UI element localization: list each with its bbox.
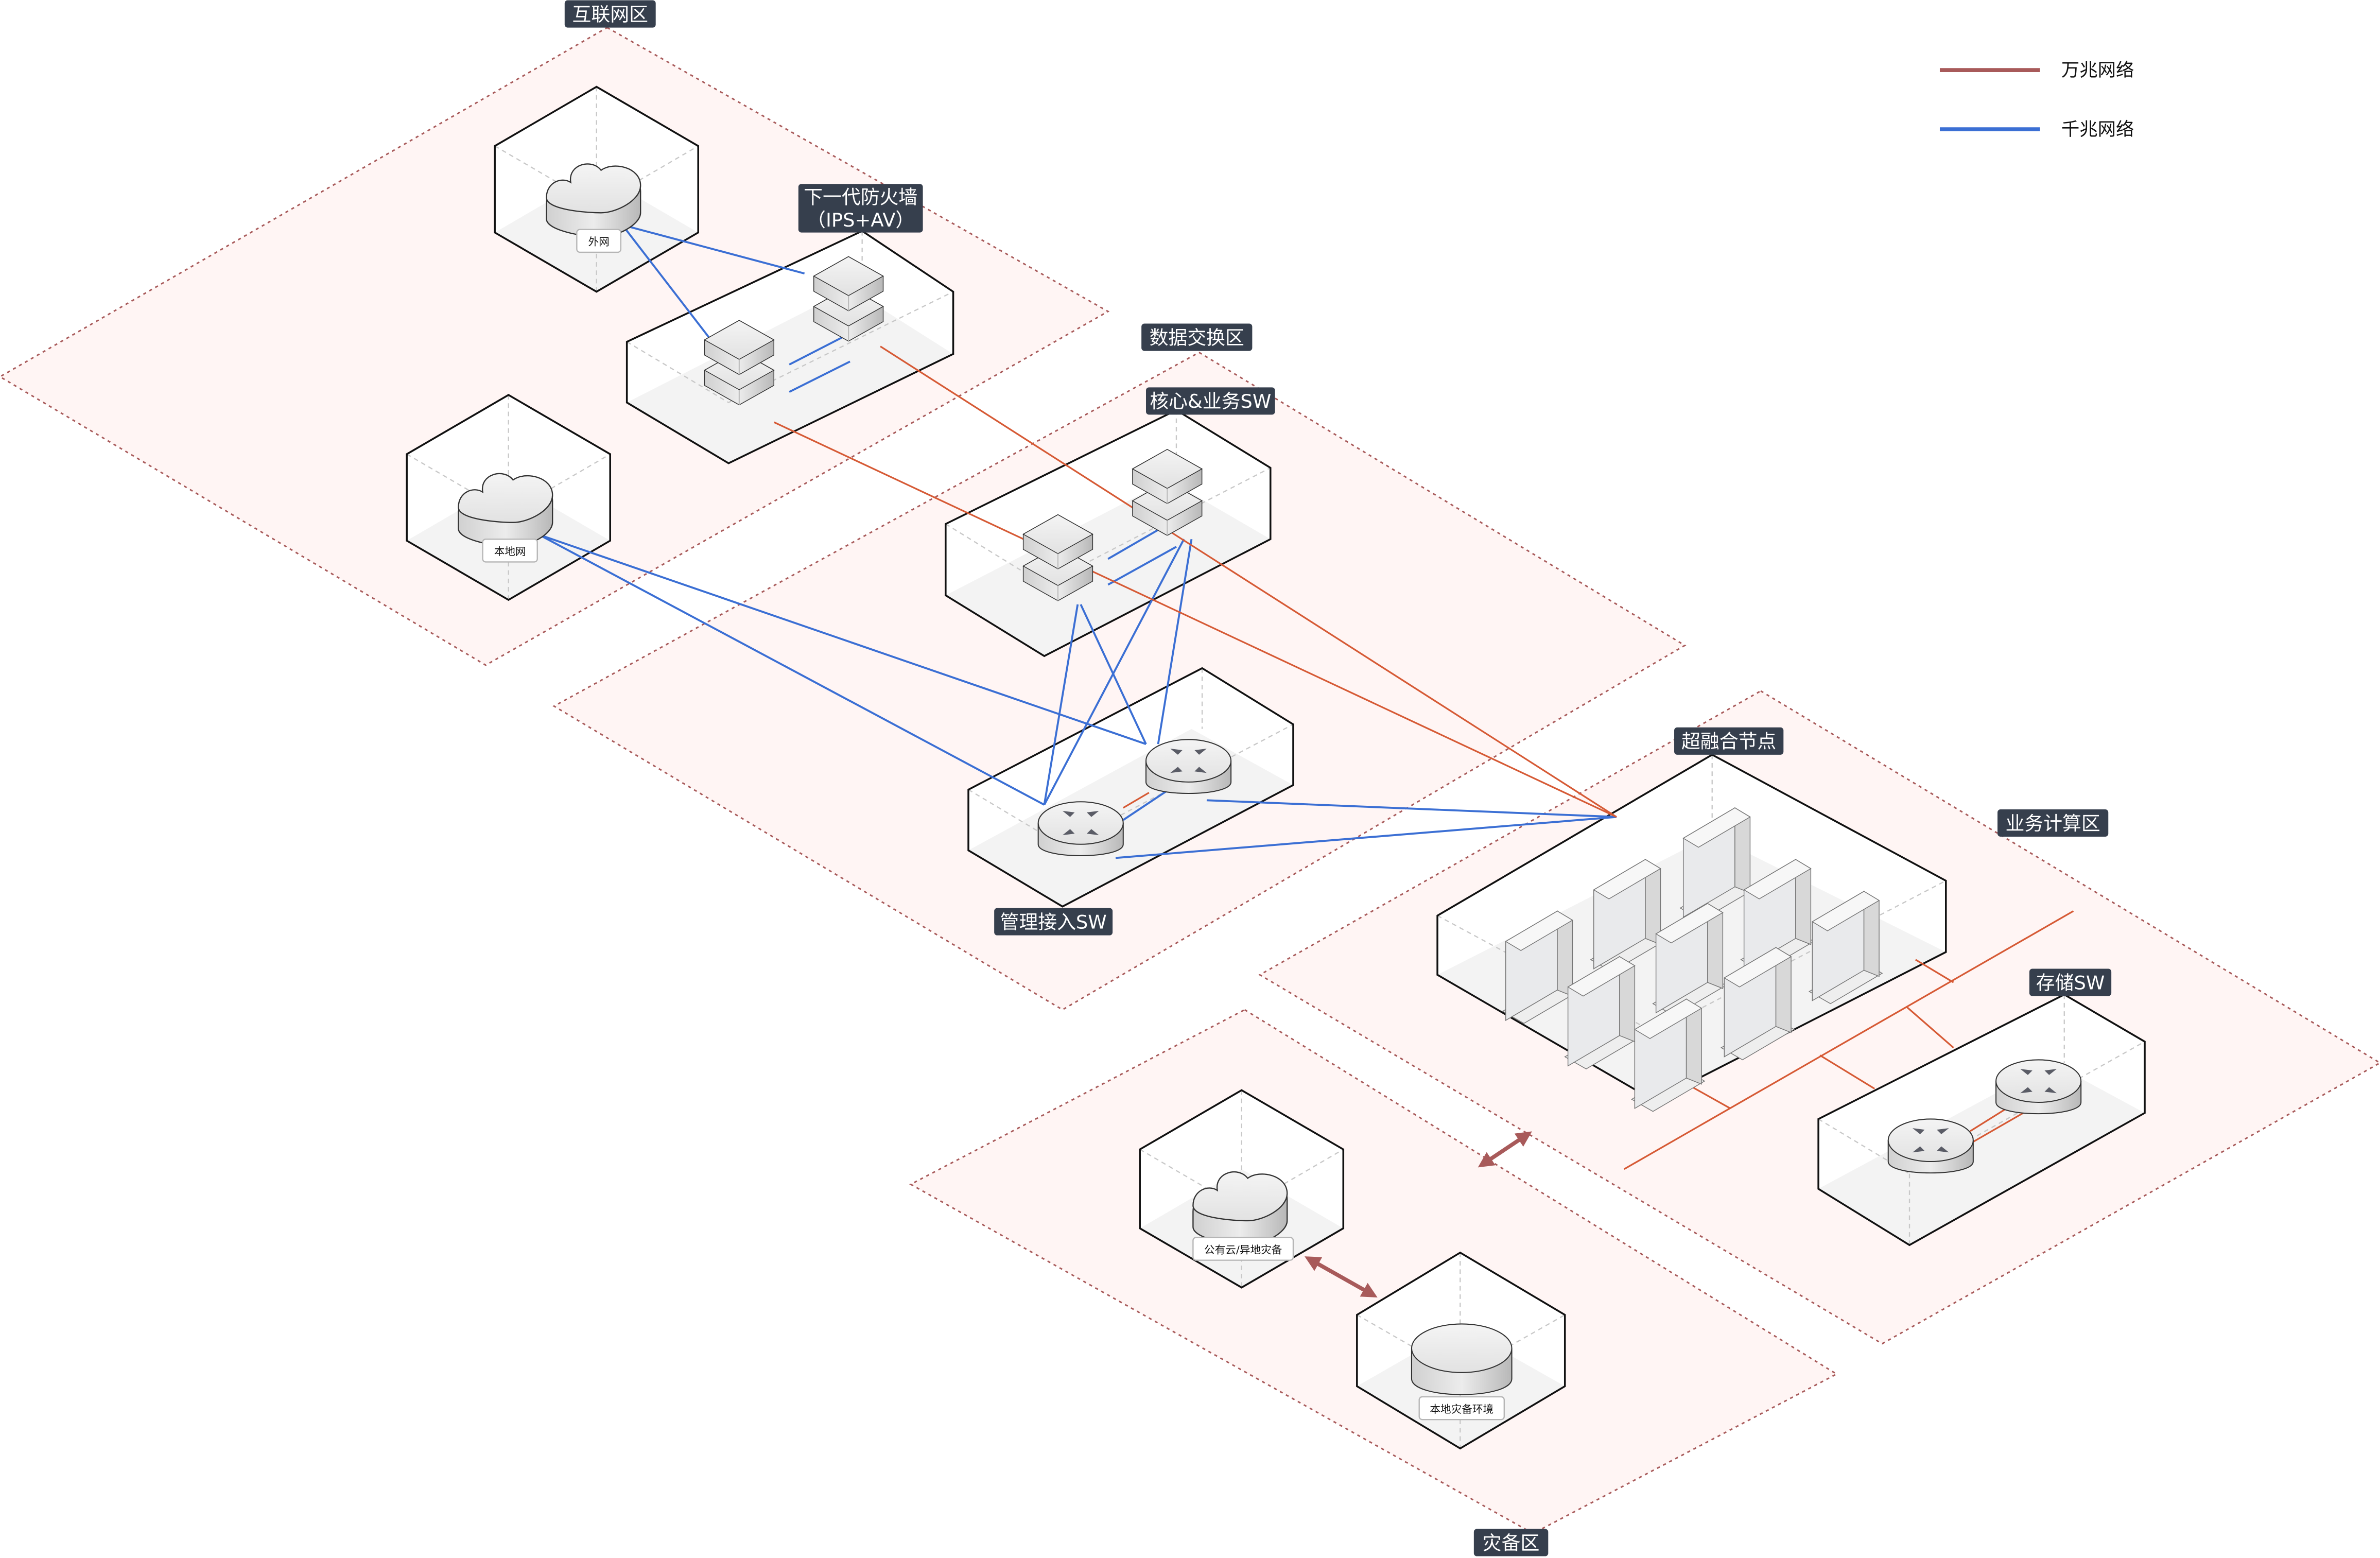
link-core2-mgmt2 bbox=[1157, 539, 1193, 745]
zone-label-exchange: 数据交换区 bbox=[1150, 326, 1244, 349]
zone-tag-exchange: 数据交换区 bbox=[1141, 323, 1253, 351]
mgmt-switch-label: 管理接入SW bbox=[1000, 911, 1107, 933]
zone-label-dr: 灾备区 bbox=[1483, 1532, 1540, 1554]
link-wan-fw2 bbox=[622, 224, 805, 275]
legend-item-10g: 万兆网络 bbox=[1939, 60, 2134, 81]
link-fw2-hci bbox=[880, 345, 1617, 818]
link-hci-bus-1 bbox=[1692, 1086, 1731, 1110]
device-tag-mgmt-switch: 管理接入SW bbox=[994, 908, 1113, 936]
device-tag-core-switch: 核心&业务SW bbox=[1145, 387, 1275, 415]
legend-item-1g: 千兆网络 bbox=[1939, 119, 2134, 140]
link-mgmt1-hci bbox=[1115, 816, 1617, 859]
legend-label-10g: 万兆网络 bbox=[2061, 60, 2134, 81]
sync-arrow-compute-dr bbox=[1478, 1131, 1532, 1168]
zone-data-exchange bbox=[552, 351, 1687, 1011]
firewall-label-line2: （IPS+AV） bbox=[807, 209, 914, 231]
local-dr-callout: 本地灾备环境 bbox=[1418, 1396, 1505, 1421]
legend: 万兆网络 千兆网络 bbox=[1939, 60, 2134, 140]
link-core-stack-b bbox=[1107, 546, 1177, 586]
storage-bus bbox=[1623, 910, 2074, 1170]
link-storage-stack-b bbox=[1973, 1112, 2024, 1143]
router-icon bbox=[1887, 1118, 1974, 1174]
link-lan-mgmt1 bbox=[538, 533, 1045, 806]
mgmt-switch-2[interactable] bbox=[1145, 738, 1232, 794]
zone-tag-dr: 灾备区 bbox=[1473, 1529, 1549, 1556]
link-hci-bus-2 bbox=[1915, 959, 1954, 983]
lan-callout: 本地网 bbox=[482, 538, 538, 563]
wan-label: 外网 bbox=[588, 236, 609, 248]
legend-label-1g: 千兆网络 bbox=[2061, 119, 2134, 140]
local-dr-label: 本地灾备环境 bbox=[1430, 1403, 1493, 1415]
lan-label: 本地网 bbox=[494, 545, 526, 558]
link-fw-stack-b bbox=[789, 360, 850, 393]
links-gigabit bbox=[538, 224, 1617, 859]
link-core-mgmt-10g bbox=[1122, 792, 1150, 809]
firewall-label-line1: 下一代防火墙 bbox=[804, 186, 917, 209]
link-fw1-hci bbox=[773, 421, 1617, 818]
device-tag-storage-switch: 存储SW bbox=[2029, 968, 2112, 996]
link-mgmt2-hci bbox=[1206, 799, 1617, 818]
router-icon bbox=[1995, 1059, 2082, 1115]
router-icon bbox=[1037, 801, 1124, 857]
links-10gigabit bbox=[773, 345, 2074, 1170]
storage-switch-2[interactable] bbox=[1995, 1059, 2082, 1115]
wan-cloud[interactable]: 外网 bbox=[546, 163, 641, 253]
mgmt-switch-1[interactable] bbox=[1037, 801, 1124, 857]
core-switch-label: 核心&业务SW bbox=[1150, 390, 1271, 412]
link-mgmt-stack bbox=[1122, 789, 1170, 821]
link-fw-stack-a bbox=[789, 336, 843, 366]
hci-label: 超融合节点 bbox=[1681, 731, 1776, 753]
lan-cloud[interactable]: 本地网 bbox=[458, 473, 553, 563]
link-core2-mgmt1 bbox=[1043, 539, 1185, 806]
link-lan-mgmt2 bbox=[538, 533, 1146, 745]
device-tag-firewall: 下一代防火墙 （IPS+AV） bbox=[798, 184, 923, 233]
public-cloud-label: 公有云/异地灾备 bbox=[1204, 1243, 1282, 1256]
link-wan-fw1 bbox=[621, 224, 710, 338]
zone-tag-internet: 互联网区 bbox=[564, 0, 656, 28]
zone-label-compute: 业务计算区 bbox=[2006, 812, 2100, 835]
database-icon bbox=[1411, 1323, 1513, 1395]
device-tag-hci: 超融合节点 bbox=[1674, 727, 1784, 755]
link-core1-mgmt1 bbox=[1043, 604, 1079, 805]
storage-switch-1[interactable] bbox=[1887, 1118, 1974, 1174]
public-cloud[interactable]: 公有云/异地灾备 bbox=[1192, 1171, 1294, 1261]
wan-callout: 外网 bbox=[576, 229, 622, 253]
zone-tag-compute: 业务计算区 bbox=[1997, 809, 2109, 837]
zone-label-internet: 互联网区 bbox=[572, 3, 648, 25]
link-core-stack-a bbox=[1107, 524, 1167, 560]
router-icon bbox=[1145, 738, 1232, 794]
public-cloud-callout: 公有云/异地灾备 bbox=[1192, 1237, 1294, 1261]
link-bus-ssw-1 bbox=[1819, 1054, 1875, 1089]
storage-switch-label: 存储SW bbox=[2036, 972, 2105, 994]
local-dr[interactable]: 本地灾备环境 bbox=[1411, 1323, 1513, 1421]
sync-arrow-cloud-localdr bbox=[1305, 1256, 1378, 1298]
link-bus-ssw-2 bbox=[1906, 1006, 1954, 1049]
